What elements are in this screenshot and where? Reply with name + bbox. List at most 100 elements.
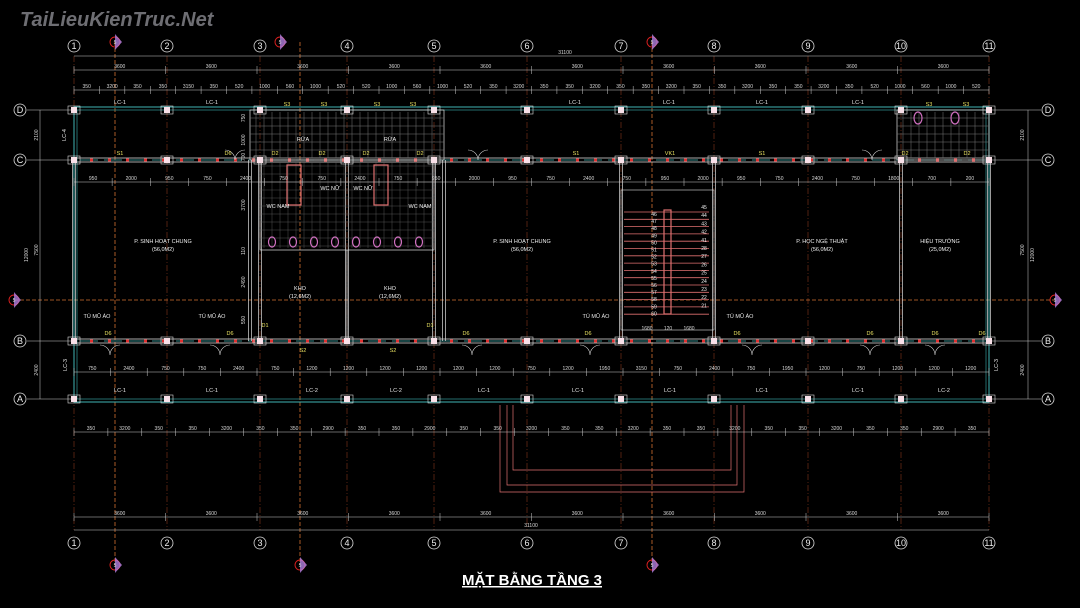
window-mullion (504, 158, 507, 162)
detail-dimension: 350 (718, 84, 727, 90)
axis-label-8: 8 (711, 41, 716, 51)
detail-dimension: 2000 (698, 176, 709, 182)
detail-dimension: 350 (460, 426, 469, 432)
opening-label: D6 (931, 331, 938, 337)
span-dimension: 3600 (846, 511, 857, 517)
axis-bubble (13, 103, 27, 117)
detail-dimension: 3200 (221, 426, 232, 432)
detail-dimension: 350 (540, 84, 549, 90)
section-marker-label: 5 (13, 298, 16, 304)
column (711, 157, 717, 163)
detail-dimension: 350 (697, 426, 706, 432)
axis-label-D: D (1045, 105, 1052, 115)
detail-dimension: 2900 (323, 426, 334, 432)
stair-step-number: 45 (701, 205, 707, 211)
window-mullion (270, 339, 273, 343)
column (898, 107, 904, 113)
span-dimension: 3600 (297, 64, 308, 70)
detail-dimension: 1950 (782, 366, 793, 372)
axis-label-6: 6 (524, 41, 529, 51)
wardrobe-label: TỦ MŨ ÁO (84, 313, 112, 320)
span-dimension: 3600 (663, 64, 674, 70)
window-mullion (306, 339, 309, 343)
axis-label-C: C (1045, 155, 1052, 165)
detail-dimension: 1000 (310, 84, 321, 90)
detail-dimension: 750 (394, 176, 403, 182)
detail-dimension: 350 (595, 426, 604, 432)
detail-dimension: 350 (565, 84, 574, 90)
span-dimension: 3600 (480, 64, 491, 70)
column-outline (67, 336, 81, 346)
column-outline (707, 155, 721, 165)
column-outline (982, 336, 996, 346)
detail-dimension: 350 (693, 84, 702, 90)
room-name: HIỆU TRƯỞNG (920, 237, 960, 245)
column (257, 338, 263, 344)
axis-bubble (13, 392, 27, 406)
column-outline (160, 394, 174, 404)
walls (67, 105, 996, 493)
axis-bubble (67, 536, 81, 550)
toilet-partition (373, 164, 389, 206)
opening-label: D1 (261, 323, 268, 329)
section-arrow-icon (115, 34, 122, 50)
window-mullion (918, 339, 921, 343)
detail-dimension: 3200 (666, 84, 677, 90)
opening-label: S2 (300, 348, 307, 354)
window-mullion (90, 158, 93, 162)
section-arrow-icon (652, 34, 659, 50)
railing-label: LC-1 (756, 388, 768, 394)
span-dimension: 3600 (572, 511, 583, 517)
column (618, 157, 624, 163)
window-mullion (90, 339, 93, 343)
detail-dimension: 750 (674, 366, 683, 372)
column-outline (253, 336, 267, 346)
wardrobe-label: TỦ MŨ ÁO (583, 313, 611, 320)
detail-dimension: 950 (661, 176, 670, 182)
window-mullion (558, 339, 561, 343)
railing-label: LC-1 (114, 100, 126, 106)
opening-label: D6 (226, 331, 233, 337)
window-mullion (756, 339, 759, 343)
railing-side-label: LC-3 (994, 359, 1000, 371)
stair-step-number: 57 (651, 290, 657, 296)
detail-dimension: 3150 (636, 366, 647, 372)
wc-dimension: 750 (241, 114, 247, 123)
window-mullion (612, 339, 615, 343)
detail-dimension: 350 (392, 426, 401, 432)
wc-dimension: 110 (241, 247, 247, 255)
axis-bubble (13, 334, 27, 348)
column (164, 396, 170, 402)
axis-bubble (614, 39, 628, 53)
wc-dimension: 3700 (241, 199, 247, 210)
opening-label: D2 (362, 151, 369, 157)
detail-dimension: 750 (747, 366, 756, 372)
door-swing-icon (99, 344, 121, 356)
section-marker-label: 5 (651, 40, 654, 46)
span-dimension: 3600 (938, 511, 949, 517)
opening-label: S3 (321, 102, 328, 108)
column-outline (427, 336, 441, 346)
section-marker-label: 5 (279, 40, 282, 46)
column-outline (707, 336, 721, 346)
stair-step-number: 56 (651, 283, 657, 289)
window-mullion (396, 339, 399, 343)
window-mullion (216, 158, 219, 162)
railing-inner (76, 109, 987, 400)
window-mullion (792, 339, 795, 343)
column-outline (801, 155, 815, 165)
column-outline (894, 336, 908, 346)
axis-label-1: 1 (71, 41, 76, 51)
window-mullion (666, 158, 669, 162)
axis-label-9: 9 (805, 41, 810, 51)
column (164, 107, 170, 113)
window-mullion (648, 339, 651, 343)
detail-dimension: 350 (210, 84, 219, 90)
span-dimension: 3600 (572, 64, 583, 70)
window-mullion (180, 339, 183, 343)
detail-dimension: 950 (508, 176, 517, 182)
wc-dimension: 550 (241, 316, 247, 325)
window-mullion (342, 339, 345, 343)
column-outline (253, 155, 267, 165)
